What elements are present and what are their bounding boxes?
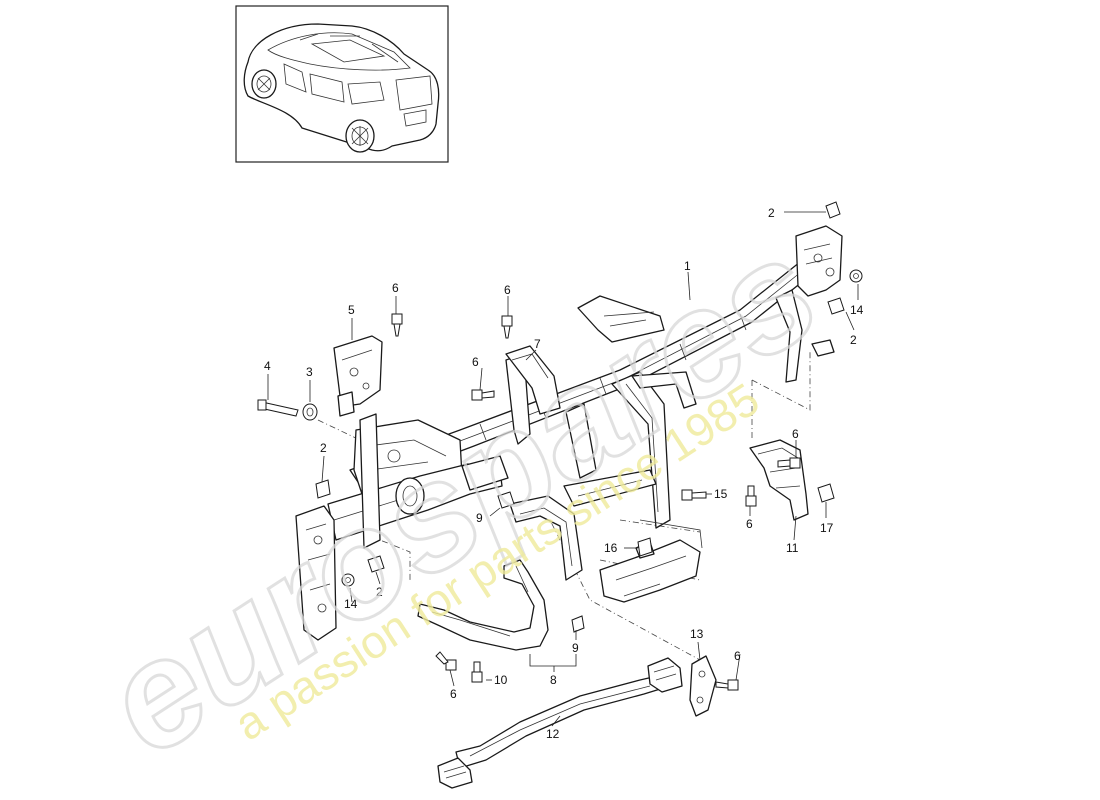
callout-16: 16 [604, 541, 618, 555]
callout-10: 10 [494, 673, 508, 687]
bushing-3 [302, 403, 318, 421]
car-illustration-icon [243, 23, 440, 153]
bolt-6-b [501, 315, 513, 339]
callout-11: 11 [786, 541, 799, 555]
bracket-8 [417, 559, 549, 651]
callout-3: 3 [306, 365, 313, 379]
fasteners [257, 201, 863, 691]
callout-6: 6 [746, 517, 753, 531]
clip-2-bottom [367, 555, 385, 573]
callout-15: 15 [714, 487, 728, 501]
bolt-15 [681, 489, 707, 501]
callout-6: 6 [450, 687, 457, 701]
clip-9-upper [497, 491, 515, 509]
callout-12: 12 [546, 727, 560, 741]
callout-2: 2 [850, 333, 857, 347]
bolt-6-a [391, 313, 403, 337]
bracket-11 [749, 439, 809, 521]
bolt-10 [471, 661, 483, 683]
callout-1: 1 [684, 259, 691, 273]
callout-6: 6 [792, 427, 799, 441]
callout-5: 5 [348, 303, 355, 317]
callout-2: 2 [768, 206, 775, 220]
callout-8: 8 [550, 673, 557, 687]
callout-2: 2 [376, 585, 383, 599]
callout-9: 9 [476, 511, 483, 525]
nut-14-right [849, 269, 863, 283]
callout-13: 13 [690, 627, 704, 641]
callout-2: 2 [320, 441, 327, 455]
callout-6: 6 [504, 283, 511, 297]
nut-14-left [341, 573, 355, 587]
callout-4: 4 [264, 359, 271, 373]
callout-6: 6 [472, 355, 479, 369]
callout-7: 7 [534, 337, 541, 351]
cross-member [295, 225, 843, 641]
callout-17: 17 [820, 521, 834, 535]
bracket-13 [689, 655, 717, 717]
leader-lines [267, 211, 859, 727]
callout-14: 14 [850, 303, 864, 317]
bracket-5 [333, 335, 383, 417]
bolt-6-c [471, 389, 495, 401]
bolt-6-g [715, 679, 739, 691]
clip-9-lower [571, 615, 585, 633]
callout-9: 9 [572, 641, 579, 655]
callout-14: 14 [344, 597, 358, 611]
bolt-4 [257, 399, 299, 417]
bolt-6-d [777, 457, 801, 469]
clip-17 [817, 483, 835, 503]
callout-6: 6 [392, 281, 399, 295]
clip-2-right [827, 297, 845, 315]
callout-6: 6 [734, 649, 741, 663]
bolt-6-e [745, 485, 757, 507]
clip-2-left [315, 479, 331, 499]
clip-2-top [825, 201, 841, 219]
callouts: 1 2 2 2 2 3 4 5 6 6 6 6 6 6 6 7 8 9 9 10… [264, 206, 864, 741]
tunnel-bracket [599, 519, 703, 603]
bolt-6-f [435, 651, 457, 671]
vehicle-inset [235, 5, 449, 163]
cross-bar-12 [437, 657, 683, 789]
clip-16 [637, 537, 653, 557]
